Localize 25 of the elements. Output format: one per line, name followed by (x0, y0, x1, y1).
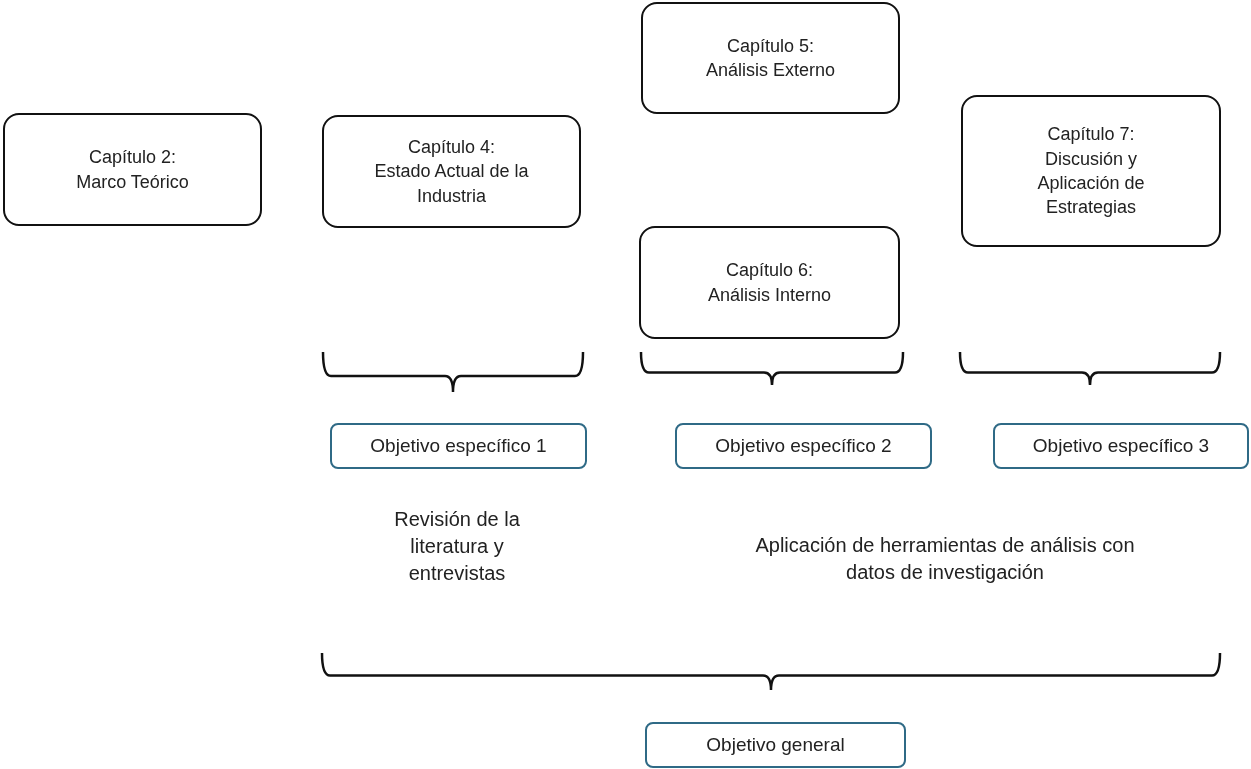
node-text: Estado Actual de la Industria (373, 160, 530, 208)
node-text: Capítulo 2: (88, 146, 177, 170)
chapter-box (3, 113, 262, 226)
objective-box (993, 423, 1249, 469)
objective-box (330, 423, 587, 469)
objective-box (675, 423, 932, 469)
chapter-box (639, 226, 900, 339)
chapter-box (641, 2, 900, 114)
node-text: Objetivo específico 1 (370, 435, 547, 457)
node-text: Capítulo 6: (725, 259, 814, 283)
node-text: Objetivo específico 2 (715, 435, 892, 457)
description-text: Revisión de la literatura y entrevistas (393, 507, 521, 586)
chapter-box (322, 115, 581, 228)
node-text: Discusión y Aplicación de Estrategias (1036, 147, 1146, 220)
node-text: Objetivo específico 3 (1032, 435, 1210, 457)
node-text: Capítulo 7: (1047, 123, 1135, 147)
chapter-box (961, 95, 1221, 247)
node-text: Capítulo 5: (726, 34, 815, 58)
node-text: Marco Teórico (76, 170, 189, 194)
node-text: Capítulo 4: (407, 136, 496, 160)
node-text: Análisis Externo (705, 59, 836, 82)
node-text: Análisis Interno (707, 283, 832, 307)
objective-box (645, 722, 906, 768)
node-text: Objetivo general (706, 734, 845, 756)
description-text: Aplicación de herramientas de análisis con datos de investigación (754, 533, 1136, 585)
